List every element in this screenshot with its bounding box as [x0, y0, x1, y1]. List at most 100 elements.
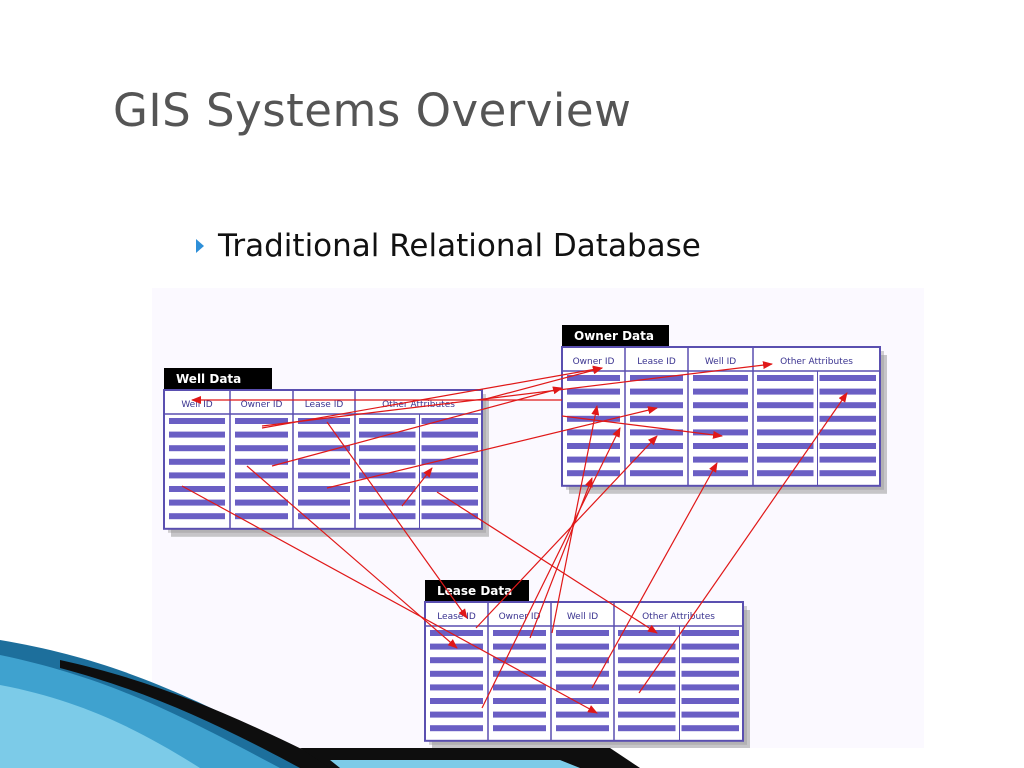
lease-row-cell: [493, 657, 546, 664]
owner-row-cell: [757, 443, 814, 449]
well-row-cell: [235, 431, 288, 438]
owner-row-cell: [757, 375, 814, 381]
owner-row-cell: [567, 402, 620, 409]
owner-row-cell: [819, 456, 876, 463]
relationship-arrow: [401, 467, 433, 507]
lease-row-cell: [618, 725, 676, 732]
lease-row-cell: [430, 670, 483, 677]
lease-row-cell: [493, 711, 546, 718]
well-column-header: Lease ID: [305, 400, 344, 410]
owner-column-header: Well ID: [705, 357, 736, 367]
owner-row-cell: [567, 375, 620, 381]
lease-row-cell: [618, 670, 676, 677]
relationship-arrow: [481, 427, 621, 709]
owner-row-cell: [693, 415, 748, 422]
owner-row-cell: [693, 456, 748, 463]
bullet-text: Traditional Relational Database: [218, 228, 701, 264]
relationship-arrow: [481, 366, 603, 401]
lease-row-cell: [493, 698, 546, 704]
well-label-text: Well Data: [176, 372, 241, 386]
well-row-cell: [169, 499, 225, 506]
lease-row-cell: [493, 684, 546, 691]
relationship-arrow: [271, 386, 563, 467]
relationship-arrow: [181, 485, 598, 714]
lease-row-cell: [681, 684, 739, 691]
lease-row-cell: [430, 725, 483, 732]
lease-row-cell: [493, 670, 546, 677]
bullet-item: Traditional Relational Database: [196, 228, 701, 264]
owner-row-cell: [693, 388, 748, 395]
owner-row-cell: [757, 470, 814, 477]
owner-row-cell: [693, 429, 748, 436]
owner-row-cell: [757, 429, 814, 436]
lease-row-cell: [556, 711, 609, 718]
relationship-arrow: [261, 361, 773, 427]
lease-row-cell: [618, 684, 676, 691]
owner-row-cell: [757, 415, 814, 422]
lease-row-cell: [681, 725, 739, 732]
owner-row-cell: [630, 470, 683, 477]
well-row-cell: [235, 499, 288, 506]
owner-row-cell: [757, 456, 814, 463]
owner-row-cell: [693, 402, 748, 409]
relationship-arrow: [261, 365, 603, 429]
well-row-cell: [421, 472, 478, 479]
well-row-cell: [298, 418, 350, 424]
owner-row-cell: [819, 388, 876, 395]
well-row-cell: [298, 472, 350, 479]
owner-row-cell: [757, 388, 814, 395]
owner-row-cell: [630, 415, 683, 422]
well-row-cell: [359, 513, 416, 520]
well-row-cell: [169, 472, 225, 479]
well-row-cell: [298, 431, 350, 438]
owner-row-cell: [630, 388, 683, 395]
owner-row-cell: [630, 402, 683, 409]
lease-row-cell: [556, 670, 609, 677]
owner-label-text: Owner Data: [574, 329, 654, 343]
owner-row-cell: [567, 443, 620, 449]
lease-row-cell: [556, 630, 609, 636]
well-row-cell: [421, 431, 478, 438]
lease-row-cell: [556, 698, 609, 704]
well-row-cell: [421, 418, 478, 424]
lease-row-cell: [556, 725, 609, 732]
owner-label-tab: [562, 325, 669, 347]
owner-row-cell: [567, 470, 620, 477]
lease-row-cell: [430, 684, 483, 691]
well-row-cell: [169, 431, 225, 438]
owner-row-cell: [567, 415, 620, 422]
owner-row-cell: [630, 429, 683, 436]
lease-row-cell: [618, 711, 676, 718]
lease-row-cell: [556, 643, 609, 650]
relationship-arrow: [475, 435, 658, 629]
well-row-cell: [359, 486, 416, 492]
owner-row-cell: [819, 429, 876, 436]
well-row-cell: [421, 445, 478, 452]
lease-row-cell: [618, 630, 676, 636]
well-row-cell: [235, 418, 288, 424]
relationship-arrow: [326, 421, 468, 619]
well-row-cell: [235, 486, 288, 492]
relationship-arrow: [638, 392, 848, 694]
owner-column-header: Lease ID: [637, 357, 676, 367]
well-column-header: Owner ID: [241, 400, 283, 410]
well-row-cell: [298, 486, 350, 492]
well-row-cell: [169, 513, 225, 520]
well-row-cell: [359, 418, 416, 424]
well-row-cell: [298, 499, 350, 506]
owner-row-cell: [693, 443, 748, 449]
owner-row-cell: [567, 456, 620, 463]
well-row-cell: [421, 513, 478, 520]
owner-row-cell: [819, 415, 876, 422]
lease-row-cell: [618, 698, 676, 704]
well-label-tab: [164, 368, 272, 390]
well-row-cell: [235, 513, 288, 520]
well-row-cell: [298, 458, 350, 465]
lease-row-cell: [430, 630, 483, 636]
well-row-cell: [359, 445, 416, 452]
lease-row-cell: [618, 657, 676, 664]
well-row-cell: [359, 499, 416, 506]
